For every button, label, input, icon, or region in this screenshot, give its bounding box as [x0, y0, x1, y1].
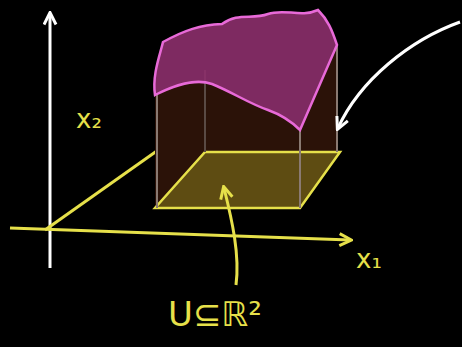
axis-label: x₁ [356, 246, 382, 272]
callout-arrow [338, 22, 460, 128]
axis-label: x₂ [76, 106, 102, 132]
graph-surface [154, 10, 337, 130]
axis-label: U⊆ℝ² [168, 297, 262, 331]
x1-axis [10, 228, 350, 240]
pointer-arrow [224, 188, 237, 285]
domain-region [155, 152, 340, 208]
